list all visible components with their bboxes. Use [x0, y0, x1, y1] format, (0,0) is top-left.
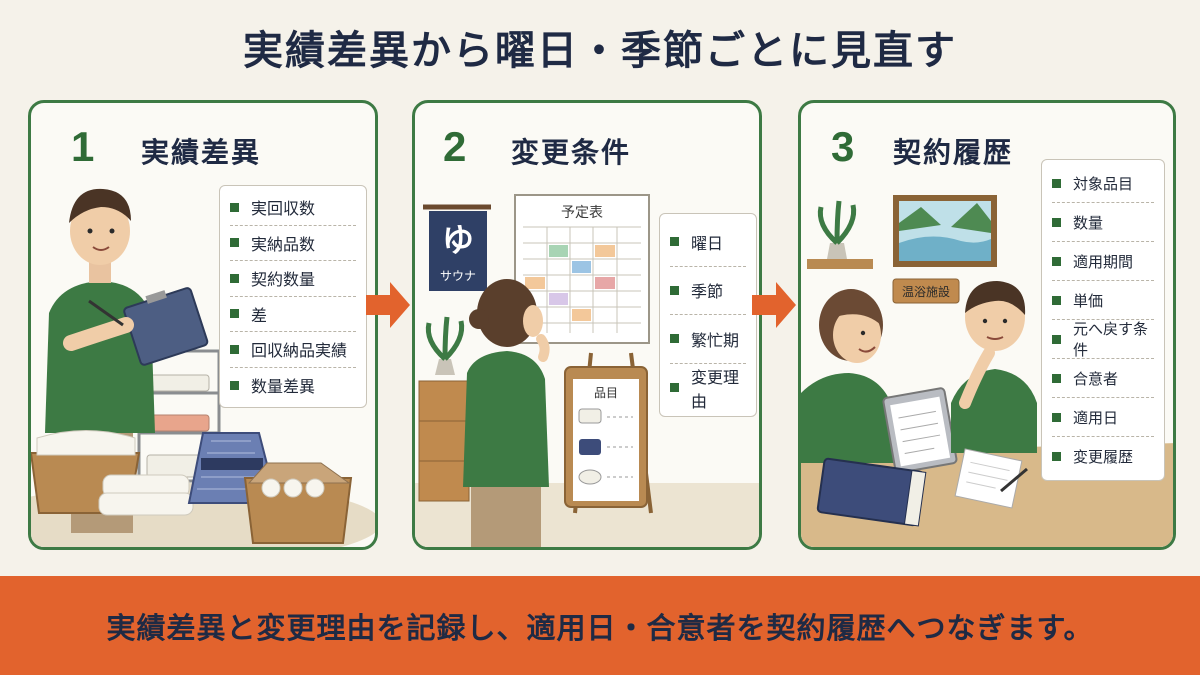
- bullet-icon: [670, 334, 679, 344]
- panel-3-header: 3 契約履歴: [801, 123, 1173, 173]
- step-panel-3: 温浴施設: [798, 100, 1176, 550]
- list-item: 変更理由: [670, 364, 746, 413]
- bullet-icon: [1052, 178, 1061, 188]
- panel-2-header: 2 変更条件: [415, 123, 759, 173]
- list-item: 契約数量: [230, 261, 356, 297]
- list-item: 繁忙期: [670, 315, 746, 364]
- staff-schedule-illustration: ゆ サウナ 予定表: [415, 194, 759, 547]
- list-item: 実回収数: [230, 190, 356, 226]
- list-item: 元へ戻す条件: [1052, 320, 1154, 359]
- bullet-icon: [230, 273, 239, 283]
- staff-laundry-illustration: [31, 188, 375, 547]
- bullet-icon: [1052, 256, 1061, 266]
- contract-history-list: 対象品目 数量 適用期間 単価 元へ戻す条件 合意者 適用日 変更履歴: [1041, 159, 1165, 481]
- step-number-3: 3: [831, 123, 855, 170]
- list-item: 単価: [1052, 281, 1154, 320]
- panel-1-title: 実績差異: [141, 136, 262, 169]
- bullet-icon: [670, 383, 679, 393]
- actual-variance-list: 実回収数 実納品数 契約数量 差 回収納品実績 数量差異: [219, 185, 367, 408]
- list-item: 適用期間: [1052, 242, 1154, 281]
- list-item: 差: [230, 297, 356, 332]
- arrow-right-icon: [366, 282, 410, 328]
- bullet-icon: [1052, 217, 1061, 227]
- step-number-1: 1: [71, 123, 95, 170]
- bullet-icon: [230, 238, 239, 248]
- panel-2-title: 変更条件: [511, 136, 632, 169]
- panel-1-header: 1 実績差異: [31, 123, 375, 173]
- step-panel-2: ゆ サウナ 予定表: [412, 100, 762, 550]
- bullet-icon: [670, 237, 679, 247]
- bullet-icon: [1052, 452, 1061, 461]
- panel-3-title: 契約履歴: [893, 136, 1014, 169]
- bullet-icon: [230, 202, 239, 212]
- step-panel-1: 1 実績差異 実回収数 実納品数 契約数量 差 回収納品実績 数量差異: [28, 100, 378, 550]
- step-number-2: 2: [443, 123, 467, 170]
- list-item: 数量差異: [230, 368, 356, 404]
- bullet-icon: [1052, 334, 1061, 344]
- bullet-icon: [230, 344, 239, 354]
- list-item: 回収納品実績: [230, 332, 356, 368]
- list-item: 対象品目: [1052, 164, 1154, 203]
- page-title: 実績差異から曜日・季節ごとに見直す: [243, 28, 957, 74]
- bullet-icon: [1052, 295, 1061, 305]
- arrow-right-icon: [752, 282, 796, 328]
- list-item: 季節: [670, 267, 746, 315]
- change-condition-list: 曜日 季節 繁忙期 変更理由: [659, 213, 757, 417]
- facility-sign: 温浴施設: [902, 284, 950, 299]
- footer-banner: 実績差異と変更理由を記録し、適用日・合意者を契約履歴へつなぎます。: [0, 576, 1200, 675]
- noren-label: サウナ: [440, 269, 476, 283]
- clipboard-title: 品目: [594, 386, 618, 400]
- list-item: 曜日: [670, 218, 746, 267]
- bullet-icon: [230, 309, 239, 319]
- schedule-title: 予定表: [561, 205, 603, 221]
- noren-char: ゆ: [442, 221, 474, 259]
- bullet-icon: [670, 285, 679, 295]
- bullet-icon: [1052, 412, 1061, 422]
- bullet-icon: [230, 380, 239, 390]
- list-item: 変更履歴: [1052, 437, 1154, 476]
- list-item: 適用日: [1052, 398, 1154, 437]
- list-item: 数量: [1052, 203, 1154, 242]
- bullet-icon: [1052, 373, 1061, 383]
- footer-text: 実績差異と変更理由を記録し、適用日・合意者を契約履歴へつなぎます。: [106, 610, 1094, 645]
- list-item: 実納品数: [230, 226, 356, 261]
- list-item: 合意者: [1052, 359, 1154, 398]
